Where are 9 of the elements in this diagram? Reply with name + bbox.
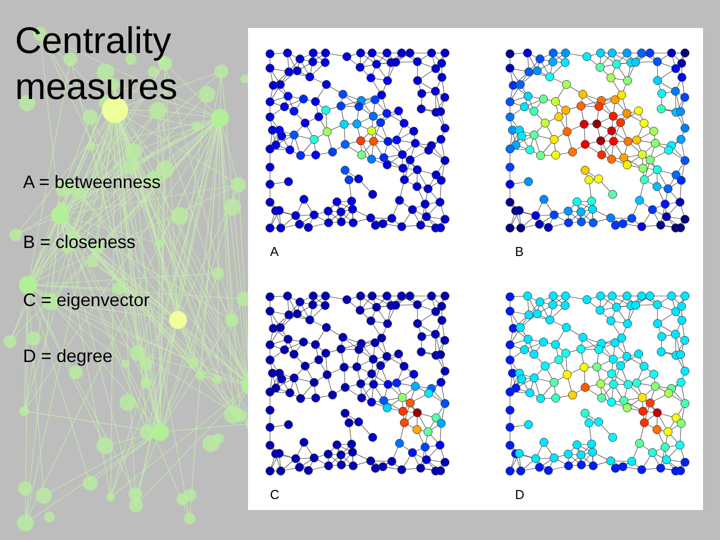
legend-text: C = eigenvector: [23, 290, 150, 311]
panel-letter: C: [270, 487, 280, 502]
legend-text: B = closeness: [23, 232, 136, 253]
panel-letter: A: [270, 244, 279, 259]
legend-text: D = degree: [23, 346, 113, 367]
legend-text: A = betweenness: [23, 172, 161, 193]
panel-letter: D: [515, 487, 524, 502]
slide-title: Centrality measures: [15, 19, 178, 109]
panel-letter: B: [515, 244, 524, 259]
